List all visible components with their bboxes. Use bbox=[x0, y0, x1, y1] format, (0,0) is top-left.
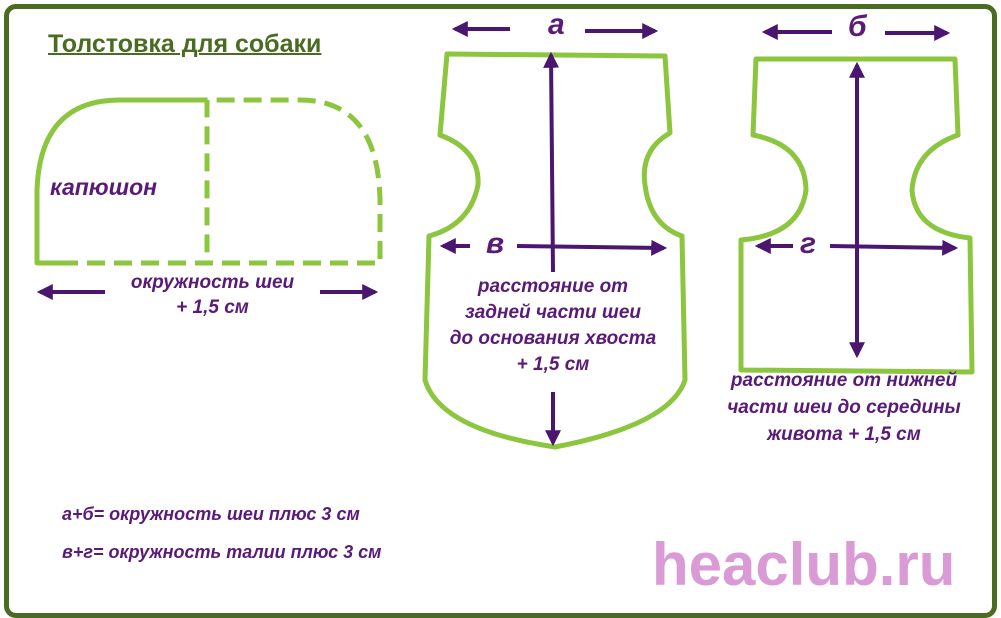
hood-dashed-outline bbox=[60, 97, 383, 266]
label-line: + 1,5 см bbox=[516, 354, 590, 375]
watermark: heaclub.ru bbox=[652, 531, 956, 598]
label-line: живота + 1,5 см bbox=[767, 424, 921, 445]
hood-label: капюшон bbox=[50, 174, 158, 200]
back-length-label: расстояние от задней части шеи до основа… bbox=[420, 274, 686, 378]
arrow-v-right bbox=[516, 239, 668, 256]
diagram-frame bbox=[4, 4, 997, 618]
label-line: до основания хвоста bbox=[449, 328, 657, 349]
arrow-back-length-up bbox=[543, 51, 560, 273]
label-line: расстояние от bbox=[477, 276, 629, 297]
belly-piece-outline bbox=[738, 56, 975, 375]
label-line: задней части шеи bbox=[465, 302, 641, 323]
hood-width-line: + 1,5 см bbox=[176, 297, 249, 318]
label-line: расстояние от нижней bbox=[730, 370, 958, 391]
letter-g: г bbox=[800, 227, 817, 260]
page-title: Толстовка для собаки bbox=[48, 30, 322, 58]
back-piece-outline bbox=[422, 51, 688, 450]
hood-width-line: окружность шеи bbox=[130, 272, 295, 293]
letter-a: а bbox=[548, 8, 565, 41]
label-line: части шеи до середины bbox=[727, 397, 961, 418]
belly-length-label: расстояние от нижней части шеи до середи… bbox=[695, 367, 993, 448]
formula-neck: а+б= окружность шеи плюс 3 см bbox=[62, 504, 360, 524]
arrow-g-right bbox=[829, 239, 959, 256]
hood-solid-outline bbox=[34, 97, 207, 266]
letter-b: б bbox=[848, 10, 867, 43]
formula-waist: в+г= окружность талии плюс 3 см bbox=[62, 542, 382, 562]
hood-width-label: окружность шеи + 1,5 см bbox=[105, 270, 320, 320]
letter-v: в bbox=[486, 227, 505, 260]
